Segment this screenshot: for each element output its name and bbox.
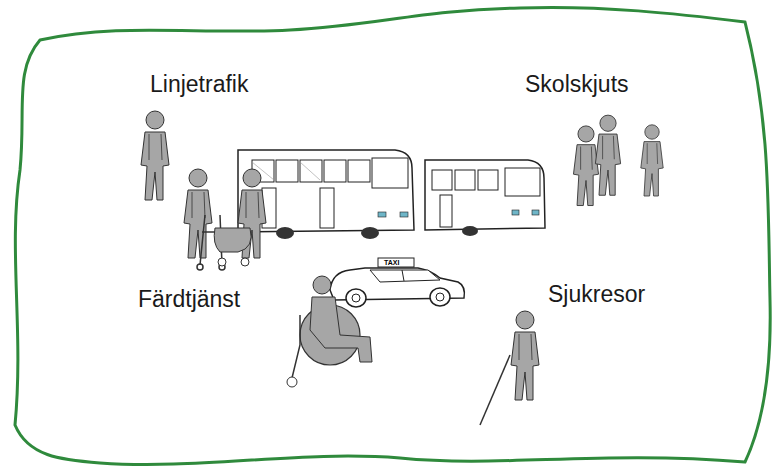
category-label: Färdtjänst bbox=[138, 288, 240, 311]
person bbox=[595, 115, 620, 195]
stroller bbox=[214, 228, 251, 266]
taxi bbox=[330, 258, 464, 307]
category-label: Skolskjuts bbox=[525, 73, 629, 96]
person bbox=[184, 169, 212, 258]
category-label: Sjukresor bbox=[548, 283, 645, 306]
area-outline bbox=[15, 7, 770, 464]
cane bbox=[480, 355, 510, 425]
bus bbox=[425, 160, 545, 236]
wheelchair-user bbox=[287, 276, 372, 387]
person bbox=[573, 126, 598, 206]
person bbox=[641, 125, 663, 196]
category-label: Linjetrafik bbox=[150, 73, 248, 96]
person bbox=[511, 311, 539, 400]
person bbox=[141, 111, 169, 200]
taxi-sign-text: TAXI bbox=[384, 259, 399, 266]
bus bbox=[238, 150, 414, 239]
